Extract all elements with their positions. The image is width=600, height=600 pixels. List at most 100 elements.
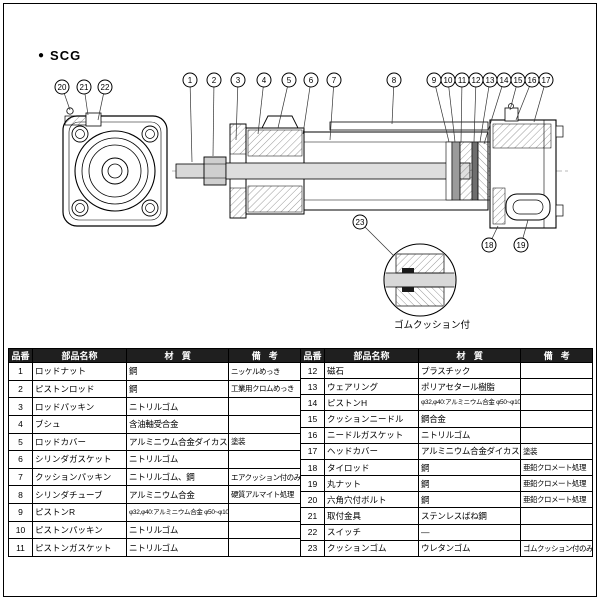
part-cell-remarks bbox=[520, 378, 593, 396]
part-cell-material: ニトリルゴム bbox=[126, 520, 229, 540]
part-cell-no: 19 bbox=[300, 475, 325, 493]
callout-19 bbox=[513, 237, 529, 253]
col-header-material: 材 質 bbox=[126, 348, 229, 363]
part-cell-name: ブシュ bbox=[32, 414, 127, 434]
part-cell-no: 1 bbox=[8, 362, 33, 381]
part-cell-name: クッションパッキン bbox=[32, 467, 127, 487]
col-header-remarks: 備 考 bbox=[228, 348, 301, 363]
callout-number: 15 bbox=[514, 76, 523, 85]
callout-number: 23 bbox=[356, 218, 365, 227]
callout-4 bbox=[256, 72, 272, 88]
part-cell-remarks bbox=[228, 538, 301, 557]
part-cell-name: ロッドカバー bbox=[32, 432, 127, 452]
part-cell-name: シリンダガスケット bbox=[32, 450, 127, 469]
callout-number: 17 bbox=[542, 76, 551, 85]
callout-3 bbox=[230, 72, 246, 88]
part-cell-material: ウレタンゴム bbox=[418, 539, 521, 558]
part-cell-material: ポリアセタール樹脂 bbox=[418, 378, 521, 396]
callout-number: 2 bbox=[212, 76, 217, 85]
callout-number: 4 bbox=[262, 76, 267, 85]
part-cell-name: クッションゴム bbox=[324, 539, 419, 558]
part-cell-no: 2 bbox=[8, 379, 33, 399]
part-cell-remarks bbox=[228, 503, 301, 522]
part-cell-remarks bbox=[520, 426, 593, 444]
part-cell-no: 18 bbox=[300, 458, 325, 477]
part-cell-remarks: エアクッション付のみ bbox=[228, 467, 301, 487]
part-cell-remarks bbox=[520, 410, 593, 428]
part-cell-no: 17 bbox=[300, 442, 325, 460]
callout-2 bbox=[206, 72, 222, 88]
part-cell-name: 磁石 bbox=[324, 361, 419, 380]
part-cell-remarks bbox=[228, 520, 301, 540]
part-cell-remarks bbox=[520, 523, 593, 541]
part-cell-material: ニトリルゴム bbox=[126, 397, 229, 416]
part-cell-material: 鋼 bbox=[418, 475, 521, 493]
col-header-name: 部品名称 bbox=[324, 348, 419, 363]
mounting-bolt-holes bbox=[71, 125, 159, 217]
part-cell-no: 22 bbox=[300, 523, 325, 541]
part-cell-no: 21 bbox=[300, 507, 325, 525]
part-cell-material: アルミニウム合金ダイカスト bbox=[418, 442, 521, 460]
detail-caption: ゴムクッション付 bbox=[394, 319, 471, 331]
piston-rod bbox=[225, 162, 471, 180]
series-title: ● SCG bbox=[38, 48, 81, 63]
callout-17 bbox=[538, 72, 554, 88]
part-cell-material: ニトリルゴム bbox=[126, 450, 229, 469]
part-cell-name: 丸ナット bbox=[324, 475, 419, 493]
part-cell-material: 鋼合金 bbox=[418, 410, 521, 428]
callout-18 bbox=[481, 237, 497, 253]
part-cell-name: ニードルガスケット bbox=[324, 426, 419, 444]
callout-number: 6 bbox=[309, 76, 314, 85]
part-cell-material: — bbox=[418, 523, 521, 541]
part-cell-remarks: 亜鉛クロメート処理 bbox=[520, 458, 593, 477]
cushion-rubber bbox=[402, 268, 414, 273]
part-cell-name: ウェアリング bbox=[324, 378, 419, 396]
part-cell-name: 取付金具 bbox=[324, 507, 419, 525]
part-cell-material: ニトリルゴム bbox=[126, 538, 229, 557]
tie-rod bbox=[329, 121, 489, 131]
piston-assembly bbox=[445, 141, 491, 201]
part-cell-no: 7 bbox=[8, 467, 33, 487]
callout-number: 18 bbox=[485, 241, 494, 250]
part-cell-material: 含油軸受合金 bbox=[126, 414, 229, 434]
part-cell-material: φ32,φ40:アルミニウム合金 φ50~φ100:アルミニウム合金ダイカスト bbox=[126, 503, 229, 522]
part-cell-material: アルミニウム合金ダイカスト bbox=[126, 432, 229, 452]
rod-thread-end bbox=[175, 163, 207, 179]
callout-number: 13 bbox=[486, 76, 495, 85]
bullet-icon: ● bbox=[38, 50, 46, 61]
part-cell-remarks: ニッケルめっき bbox=[228, 362, 301, 381]
switch-bracket bbox=[64, 107, 102, 127]
callout-number: 3 bbox=[236, 76, 241, 85]
part-cell-no: 10 bbox=[8, 520, 33, 540]
callout-number: 22 bbox=[101, 83, 110, 92]
col-header-material: 材 質 bbox=[418, 348, 521, 363]
part-cell-no: 13 bbox=[300, 378, 325, 396]
part-cell-no: 8 bbox=[8, 485, 33, 504]
callout-number: 11 bbox=[458, 76, 467, 85]
callout-20 bbox=[54, 79, 70, 95]
part-cell-name: ピストンロッド bbox=[32, 379, 127, 399]
part-cell-remarks bbox=[228, 397, 301, 416]
callout-22 bbox=[97, 79, 113, 95]
part-cell-no: 14 bbox=[300, 394, 325, 412]
part-cell-material: プラスチック bbox=[418, 361, 521, 380]
part-cell-material: 鋼 bbox=[126, 379, 229, 399]
callout-23 bbox=[352, 214, 368, 230]
part-cell-no: 23 bbox=[300, 539, 325, 558]
part-cell-material: アルミニウム合金 bbox=[126, 485, 229, 504]
part-cell-no: 4 bbox=[8, 414, 33, 434]
callout-number: 5 bbox=[287, 76, 292, 85]
part-cell-no: 3 bbox=[8, 397, 33, 416]
part-cell-material: ステンレスばね鋼 bbox=[418, 507, 521, 525]
part-cell-remarks: 塗装 bbox=[520, 442, 593, 460]
